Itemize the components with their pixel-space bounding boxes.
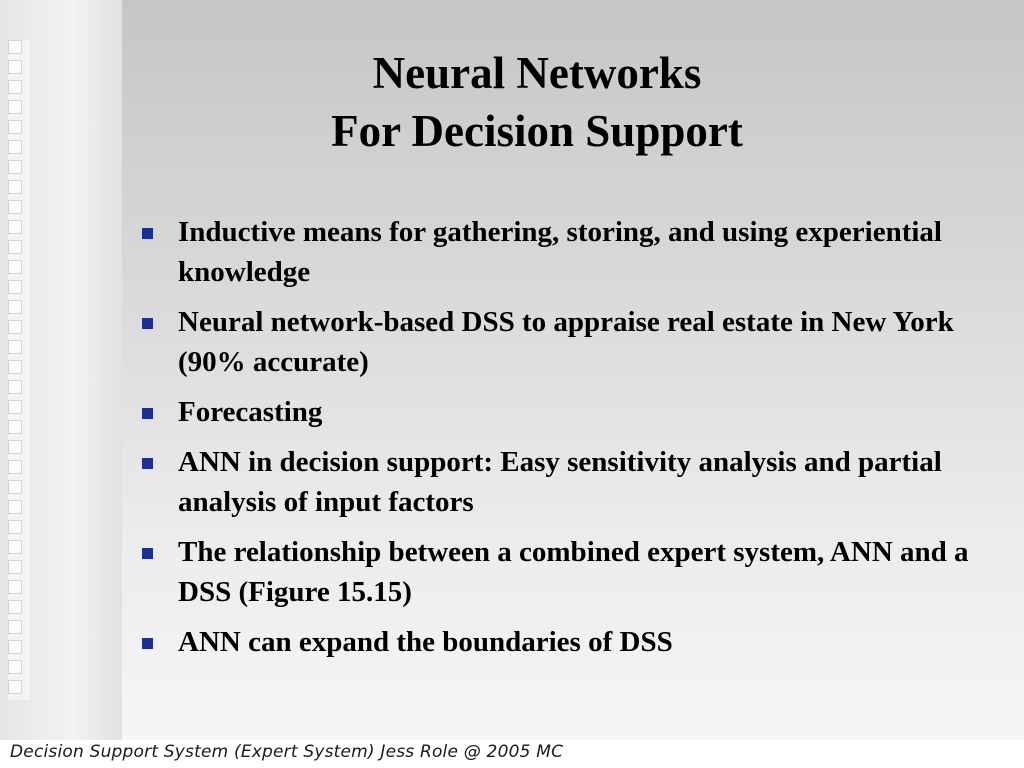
decorative-square bbox=[8, 400, 22, 414]
decorative-square bbox=[8, 100, 22, 114]
bullet-text: ANN can expand the boundaries of DSS bbox=[178, 626, 673, 658]
decorative-square bbox=[8, 620, 22, 634]
decorative-square bbox=[8, 600, 22, 614]
title-line-2: For Decision Support bbox=[331, 106, 743, 156]
decorative-left-strip bbox=[0, 0, 122, 740]
square-bullet-icon bbox=[142, 318, 153, 329]
bullet-text: ANN in decision support: Easy sensitivit… bbox=[178, 446, 942, 518]
footer-caption: Decision Support System (Expert System) … bbox=[10, 742, 564, 762]
decorative-square bbox=[8, 680, 22, 694]
decorative-square bbox=[8, 160, 22, 174]
square-bullet-icon bbox=[142, 458, 153, 469]
decorative-square bbox=[8, 60, 22, 74]
decorative-square bbox=[8, 540, 22, 554]
bullet-item: ANN can expand the boundaries of DSS bbox=[140, 622, 1016, 662]
bullet-item: Neural network-based DSS to appraise rea… bbox=[140, 302, 1016, 382]
decorative-square bbox=[8, 460, 22, 474]
bullet-text: Inductive means for gathering, storing, … bbox=[178, 216, 942, 288]
decorative-square-column bbox=[8, 40, 30, 700]
decorative-square bbox=[8, 180, 22, 194]
decorative-square bbox=[8, 580, 22, 594]
decorative-square bbox=[8, 640, 22, 654]
bullet-item: ANN in decision support: Easy sensitivit… bbox=[140, 442, 1016, 522]
square-bullet-icon bbox=[142, 638, 153, 649]
slide-title: Neural Networks For Decision Support bbox=[122, 44, 952, 160]
decorative-square bbox=[8, 280, 22, 294]
decorative-square bbox=[8, 340, 22, 354]
decorative-square bbox=[8, 560, 22, 574]
bullet-list: Inductive means for gathering, storing, … bbox=[140, 212, 1016, 672]
bullet-item: Forecasting bbox=[140, 392, 1016, 432]
bullet-item: The relationship between a combined expe… bbox=[140, 532, 1016, 612]
decorative-square bbox=[8, 500, 22, 514]
square-bullet-icon bbox=[142, 408, 153, 419]
decorative-square bbox=[8, 260, 22, 274]
decorative-square bbox=[8, 240, 22, 254]
decorative-square bbox=[8, 520, 22, 534]
decorative-square bbox=[8, 140, 22, 154]
bullet-item: Inductive means for gathering, storing, … bbox=[140, 212, 1016, 292]
bullet-text: The relationship between a combined expe… bbox=[178, 536, 969, 608]
title-line-1: Neural Networks bbox=[372, 48, 702, 98]
square-bullet-icon bbox=[142, 548, 153, 559]
footer-bar: Decision Support System (Expert System) … bbox=[0, 740, 1024, 768]
decorative-square bbox=[8, 200, 22, 214]
decorative-square bbox=[8, 40, 22, 54]
decorative-square bbox=[8, 480, 22, 494]
decorative-square bbox=[8, 80, 22, 94]
square-bullet-icon bbox=[142, 228, 153, 239]
decorative-square bbox=[8, 120, 22, 134]
decorative-square bbox=[8, 300, 22, 314]
bullet-text: Forecasting bbox=[178, 396, 323, 428]
decorative-square bbox=[8, 660, 22, 674]
decorative-square bbox=[8, 380, 22, 394]
decorative-square bbox=[8, 220, 22, 234]
decorative-square bbox=[8, 420, 22, 434]
decorative-square bbox=[8, 440, 22, 454]
bullet-text: Neural network-based DSS to appraise rea… bbox=[178, 306, 954, 378]
decorative-square bbox=[8, 360, 22, 374]
decorative-square bbox=[8, 320, 22, 334]
